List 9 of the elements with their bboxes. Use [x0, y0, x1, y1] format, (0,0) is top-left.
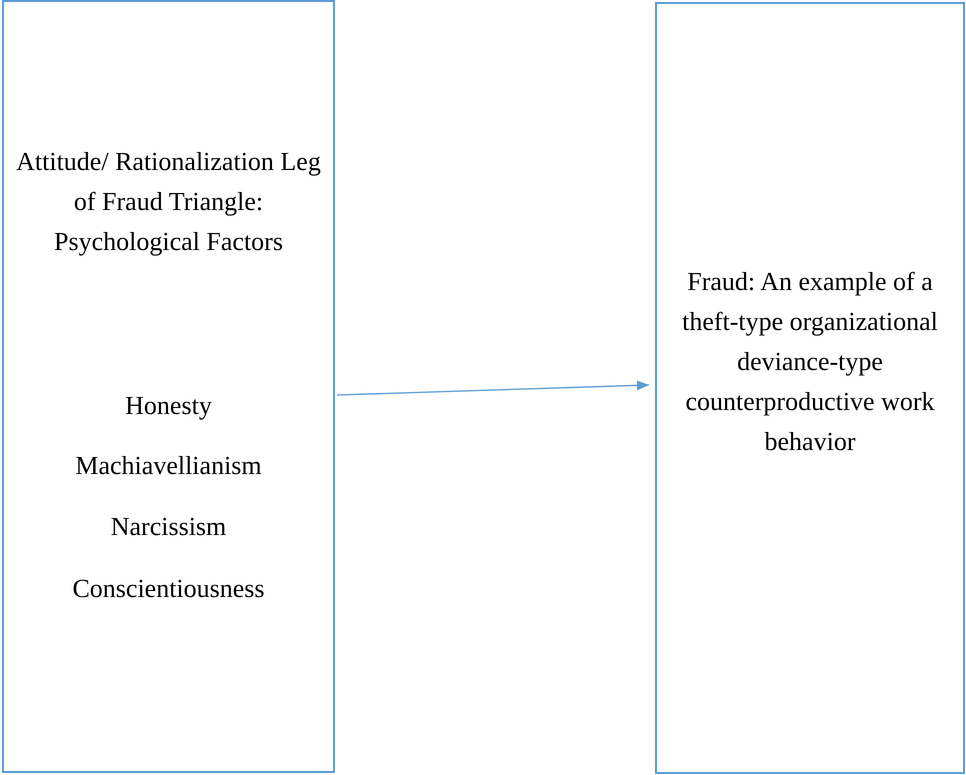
factor-label: Conscientiousness	[71, 573, 266, 605]
factor-label: Honesty	[124, 390, 213, 422]
outcome-text: Fraud: An example of a theft-type organizational deviance-type counterproductive work behavior	[681, 266, 939, 458]
arrow	[336, 380, 650, 396]
heading-text: Attitude/ Rationalization Leg of Fraud Triangle: Psychological Factors	[15, 146, 322, 258]
process-box	[2, 0, 335, 773]
process-box	[655, 2, 965, 774]
factor-label: Narcissism	[110, 511, 228, 543]
factor-label: Machiavellianism	[74, 450, 263, 482]
